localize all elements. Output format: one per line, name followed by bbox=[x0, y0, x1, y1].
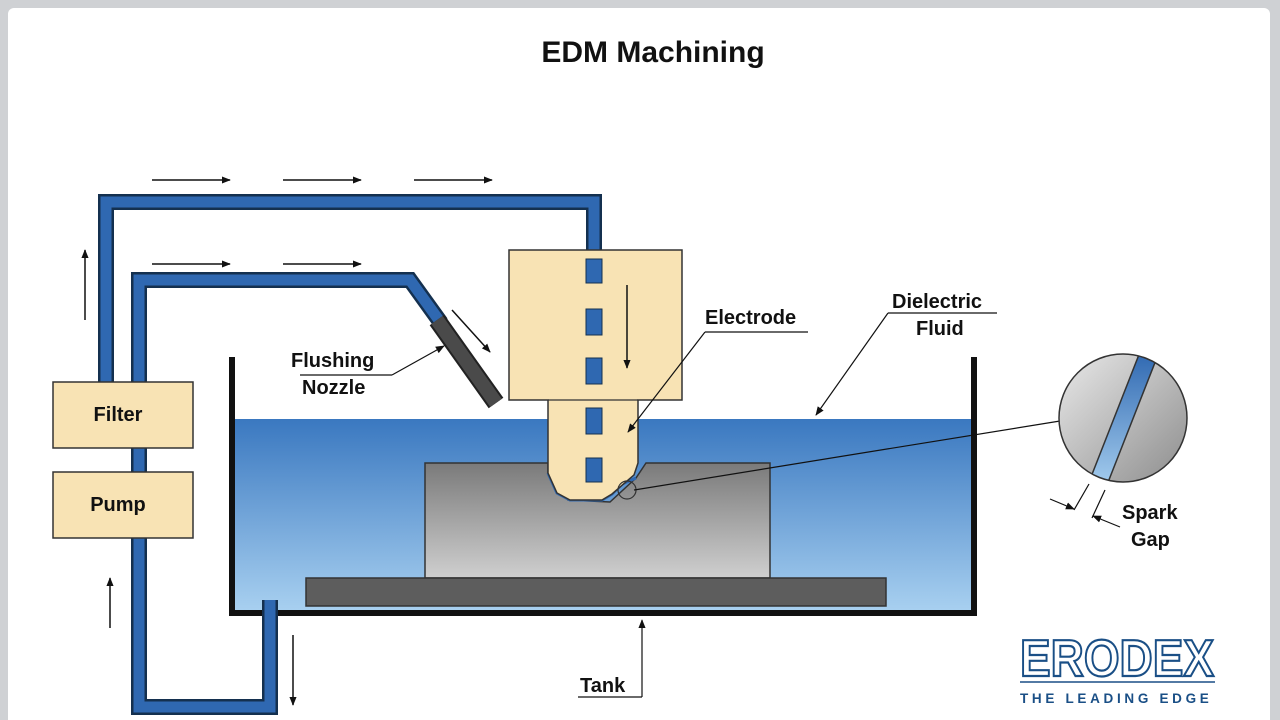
page-title: EDM Machining bbox=[541, 36, 764, 69]
dielectric-leader bbox=[815, 312, 889, 416]
flushing-nozzle bbox=[429, 314, 504, 409]
logo-tagline: THE LEADING EDGE bbox=[1020, 691, 1214, 706]
gap-ext-right bbox=[1091, 489, 1106, 519]
flow-arrows bbox=[81, 176, 631, 706]
gap-dim-arrow-left bbox=[1049, 498, 1075, 510]
nozzle-pipe bbox=[131, 272, 448, 382]
flushing-nozzle-leader bbox=[391, 345, 445, 376]
gap-ext-left bbox=[1073, 483, 1090, 511]
erodex-logo: ERODEX THE LEADING EDGE bbox=[1019, 629, 1215, 706]
dielectric-label-line2: Fluid bbox=[916, 318, 964, 340]
supply-pipe bbox=[98, 194, 602, 382]
spark-gap-label-line1: Spark bbox=[1122, 502, 1178, 524]
return-pipe bbox=[131, 538, 278, 715]
tank bbox=[229, 357, 977, 616]
electrode-label: Electrode bbox=[705, 307, 796, 329]
flushing-nozzle-label-line2: Nozzle bbox=[302, 377, 365, 399]
electrode bbox=[508, 249, 683, 501]
tank-label: Tank bbox=[580, 675, 626, 697]
edm-diagram: EDM Machining Filte bbox=[52, 36, 1215, 715]
gap-dim-arrow-right bbox=[1092, 515, 1121, 528]
dielectric-label-line1: Dielectric bbox=[892, 291, 982, 313]
zoom-leader bbox=[633, 420, 1061, 491]
spark-gap-zoom bbox=[1058, 353, 1188, 483]
filter-box bbox=[52, 381, 194, 449]
pump-label: Pump bbox=[90, 494, 146, 516]
pump-box bbox=[52, 471, 194, 539]
logo-wordmark: ERODEX bbox=[1020, 630, 1214, 688]
filter-label: Filter bbox=[94, 404, 143, 426]
base-plate bbox=[305, 577, 887, 607]
electrode-leader bbox=[627, 331, 706, 433]
diagram-frame: EDM Machining Filte bbox=[8, 8, 1270, 720]
spark-gap-label-line2: Gap bbox=[1131, 529, 1170, 551]
flushing-nozzle-label-line1: Flushing bbox=[291, 350, 374, 372]
